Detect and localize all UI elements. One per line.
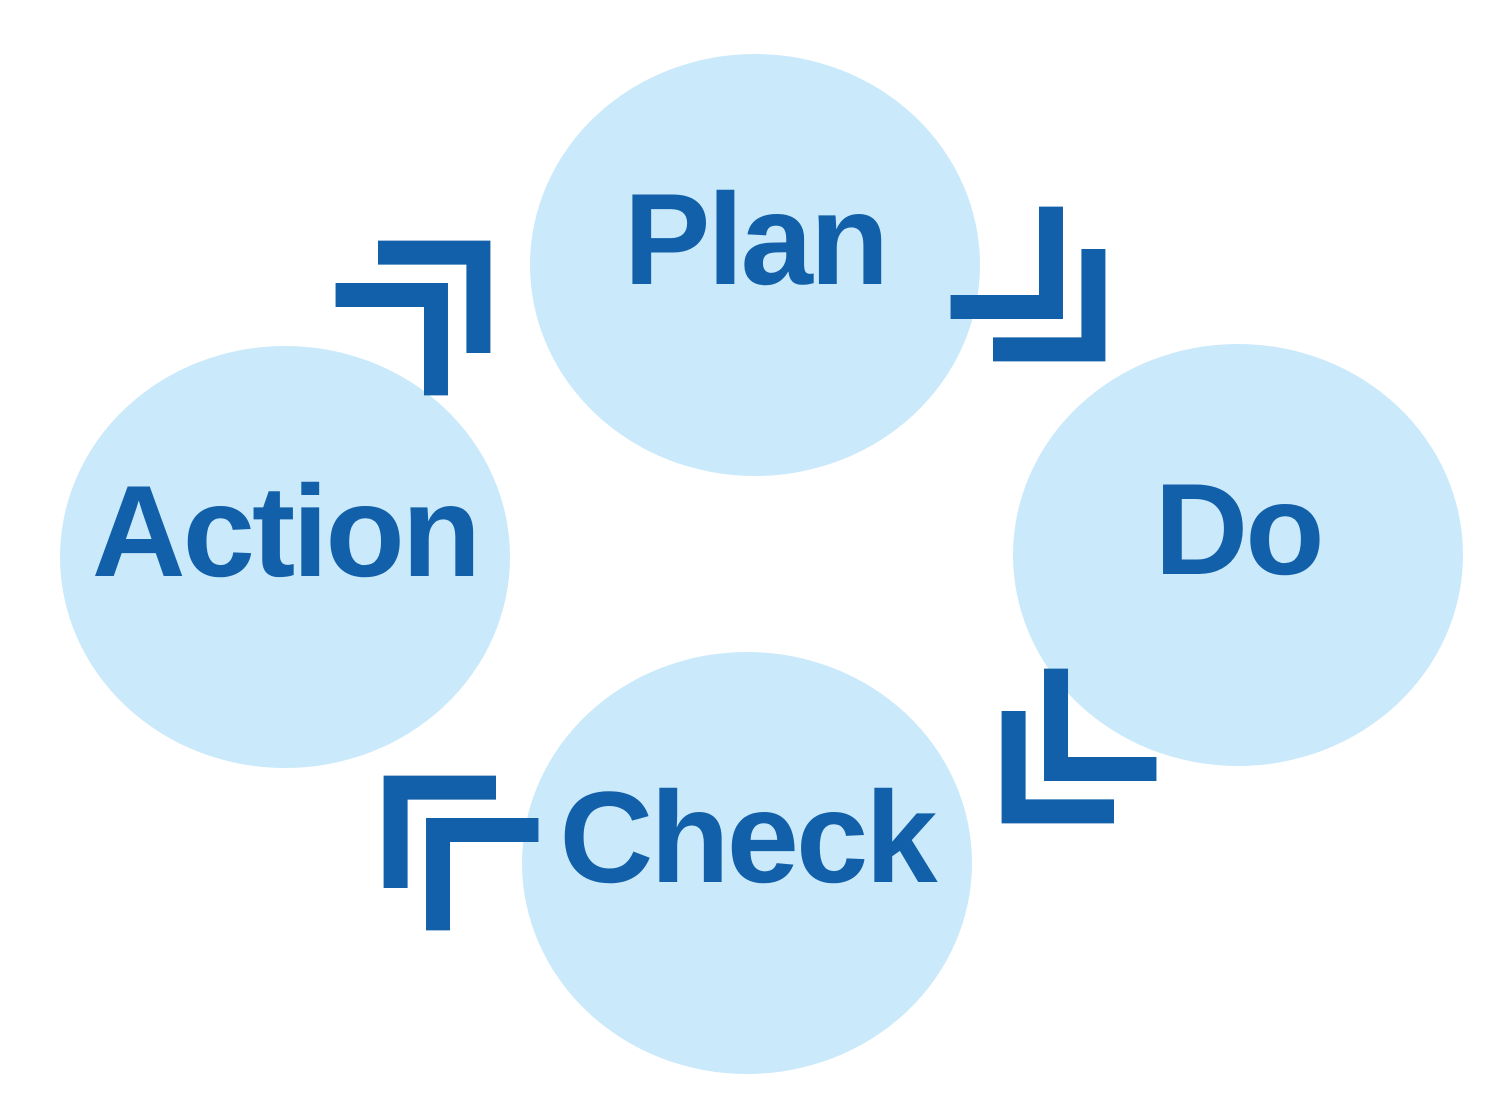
double-chevron-arrow-action-to-plan-icon (335, 240, 491, 396)
node-do: Do (1013, 344, 1463, 766)
node-plan: Plan (530, 54, 980, 476)
node-action: Action (60, 346, 510, 768)
node-check: Check (522, 652, 972, 1074)
node-check-label: Check (559, 764, 937, 910)
double-chevron-arrow-plan-to-do-icon (950, 206, 1106, 362)
node-action-label: Action (91, 458, 481, 604)
node-do-label: Do (1154, 456, 1324, 602)
node-plan-label: Plan (623, 166, 890, 312)
double-chevron-arrow-check-to-action-icon (383, 775, 539, 931)
double-chevron-arrow-do-to-check-icon (1001, 668, 1157, 824)
